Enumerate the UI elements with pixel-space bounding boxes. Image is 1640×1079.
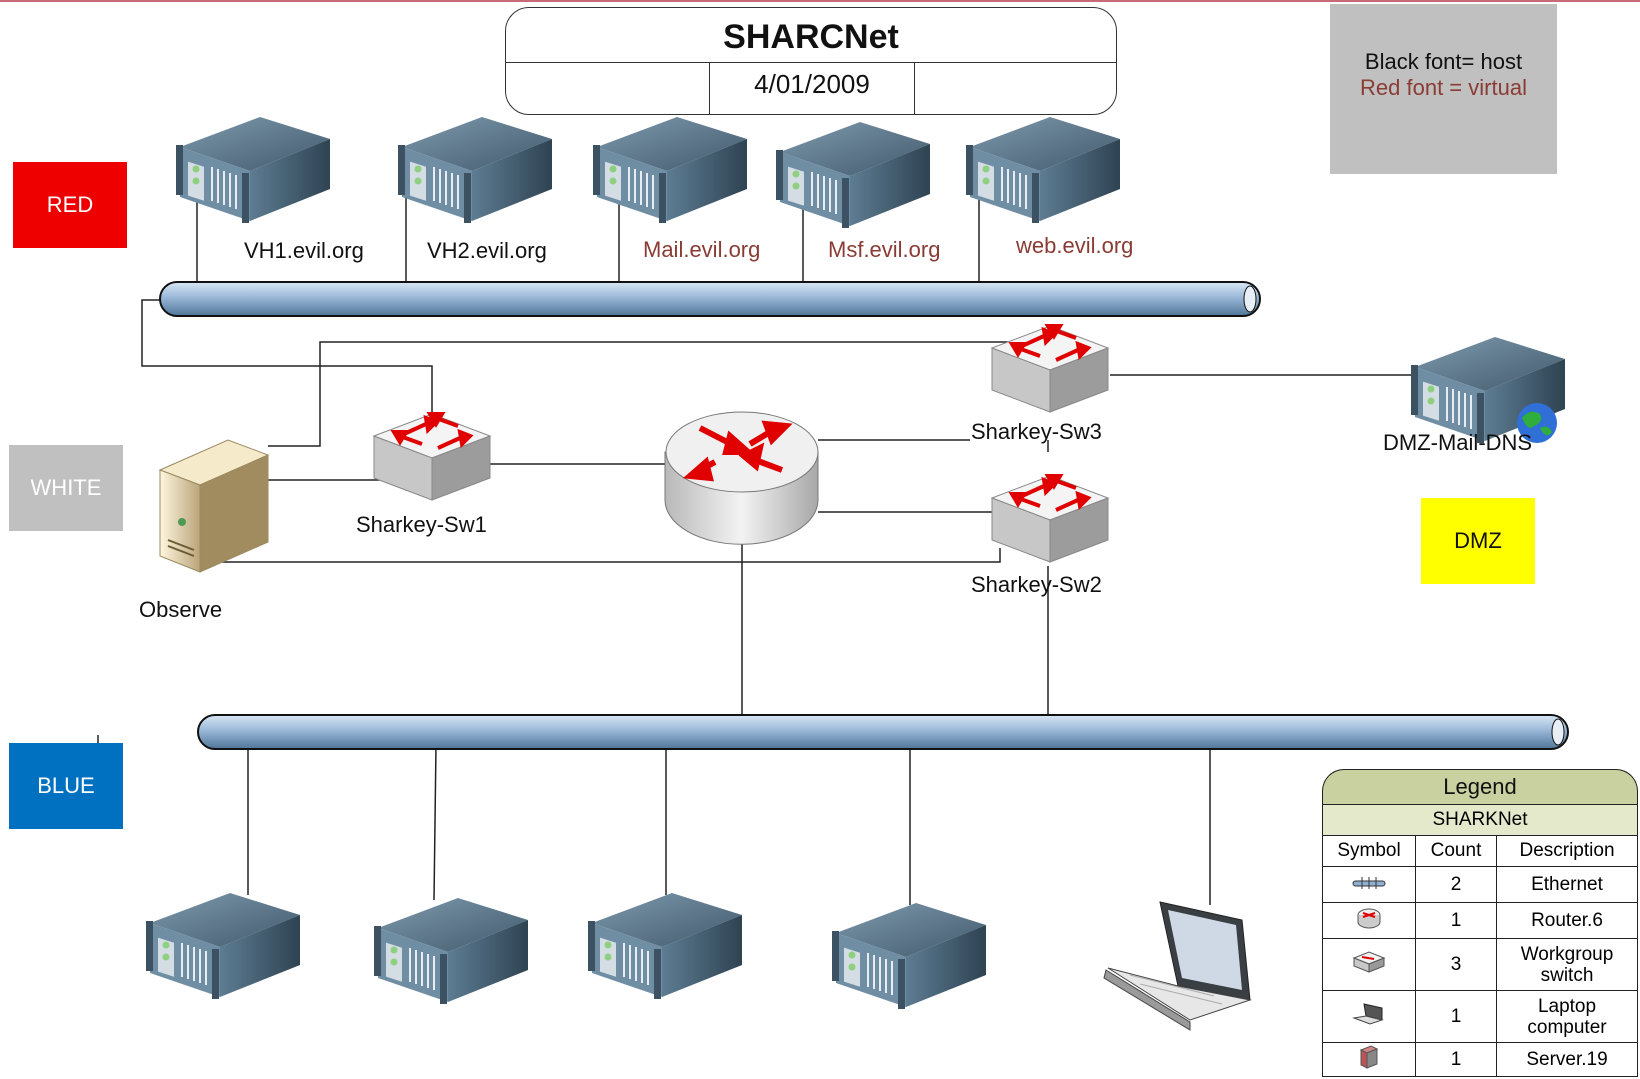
switch-label-sw1: Sharkey-Sw1 <box>356 512 487 537</box>
host-label-observe: Observe <box>139 597 223 622</box>
legend-subtitle: SHARKNet <box>1322 804 1638 836</box>
title-date: 4/01/2009 <box>709 63 915 114</box>
globe-icon <box>1517 403 1557 443</box>
top-border <box>0 0 1640 2</box>
host-label-vh2: VH2.evil.org <box>427 238 547 263</box>
router-icon <box>664 411 819 545</box>
ethernet-bus-top <box>159 281 1261 317</box>
legend: Legend SHARKNet Symbol Count Description… <box>1322 769 1638 1079</box>
table-row: 3 Workgroup switch <box>1322 938 1638 991</box>
key-virtual-text: Red font = virtual <box>1360 75 1527 100</box>
legend-title: Legend <box>1322 769 1638 804</box>
font-key: Black font= host Red font = virtual <box>1330 4 1557 174</box>
server-icon <box>775 121 931 229</box>
workgroup-switch-icon <box>990 324 1110 414</box>
server-icon <box>145 892 301 1000</box>
legend-count: 1 <box>1415 902 1497 939</box>
switch-label-sw3: Sharkey-Sw3 <box>971 419 1102 444</box>
table-row: 2 Ethernet <box>1322 866 1638 903</box>
server-icon <box>965 116 1121 224</box>
legend-count: 2 <box>1415 866 1497 903</box>
workgroup-switch-icon <box>990 474 1110 564</box>
router-icon <box>1322 902 1416 939</box>
server-icon <box>592 116 748 224</box>
legend-count: 1 <box>1415 990 1497 1043</box>
legend-table: SHARKNet Symbol Count Description 2 Ethe… <box>1322 804 1638 1077</box>
laptop-icon <box>1103 901 1252 1031</box>
legend-count: 3 <box>1415 938 1497 991</box>
host-label-dmz: DMZ-Mail-DNS <box>1383 430 1533 455</box>
workgroup-switch-icon <box>1322 938 1416 991</box>
ethernet-bus-bottom <box>197 714 1569 750</box>
zone-white: WHITE <box>9 445 123 531</box>
table-row: 1 Router.6 <box>1322 902 1638 939</box>
legend-col-count: Count <box>1415 835 1497 867</box>
ethernet-icon <box>1322 866 1416 903</box>
connection-lines <box>97 197 1415 905</box>
key-host-text: Black font= host <box>1364 49 1523 74</box>
legend-description: Laptop computer <box>1496 990 1638 1043</box>
zone-dmz: DMZ <box>1421 498 1535 584</box>
server-icon <box>373 897 529 1005</box>
legend-col-symbol: Symbol <box>1322 835 1416 867</box>
switch-label-sw2: Sharkey-Sw2 <box>971 572 1102 597</box>
zone-blue: BLUE <box>9 743 123 829</box>
host-label-web: web.evil.org <box>1016 233 1134 258</box>
legend-col-description: Description <box>1496 835 1638 867</box>
host-label-mail: Mail.evil.org <box>643 237 761 262</box>
legend-description: Server.19 <box>1496 1042 1638 1077</box>
server-icon <box>587 892 743 1000</box>
table-row: 1 Server.19 <box>1322 1042 1638 1077</box>
table-row: 1 Laptop computer <box>1322 990 1638 1043</box>
server-icon <box>175 116 331 224</box>
legend-count: 1 <box>1415 1042 1497 1077</box>
host-label-vh1: VH1.evil.org <box>244 238 364 263</box>
legend-description: Ethernet <box>1496 866 1638 903</box>
page-title: SHARCNet <box>506 8 1116 63</box>
legend-description: Router.6 <box>1496 902 1638 939</box>
server-icon <box>1322 1042 1416 1077</box>
title-block: SHARCNet 4/01/2009 <box>505 7 1117 115</box>
zone-red: RED <box>13 162 127 248</box>
workgroup-switch-icon <box>372 412 492 502</box>
legend-description: Workgroup switch <box>1496 938 1638 991</box>
host-label-msf: Msf.evil.org <box>828 237 941 262</box>
server-tower-icon <box>158 439 270 573</box>
server-icon <box>831 902 987 1010</box>
server-icon <box>397 116 553 224</box>
laptop-icon <box>1322 990 1416 1043</box>
